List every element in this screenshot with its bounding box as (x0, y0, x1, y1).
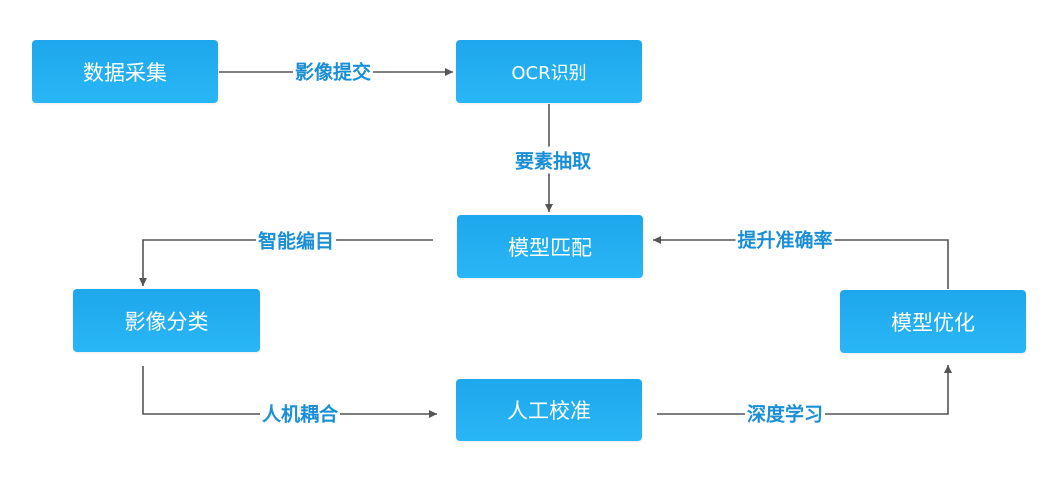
edge-label-smart-cataloging: 智能编目 (255, 226, 337, 254)
node-ocr-recognition[interactable]: OCR识别 (456, 40, 642, 103)
edge-label-deep-learning: 深度学习 (744, 399, 826, 427)
edge-label-improve-accuracy: 提升准确率 (735, 225, 835, 253)
node-data-collection[interactable]: 数据采集 (32, 40, 218, 103)
edge-label-human-machine-coupling: 人机耦合 (259, 399, 341, 427)
edge-label-element-extraction: 要素抽取 (512, 146, 594, 174)
node-model-optimization[interactable]: 模型优化 (840, 290, 1026, 353)
node-manual-calibration[interactable]: 人工校准 (456, 379, 642, 441)
edge-label-image-submit: 影像提交 (292, 57, 374, 85)
connector-matching-to-classification (139, 239, 433, 286)
node-image-classification[interactable]: 影像分类 (73, 289, 260, 352)
node-model-matching[interactable]: 模型匹配 (457, 215, 643, 278)
